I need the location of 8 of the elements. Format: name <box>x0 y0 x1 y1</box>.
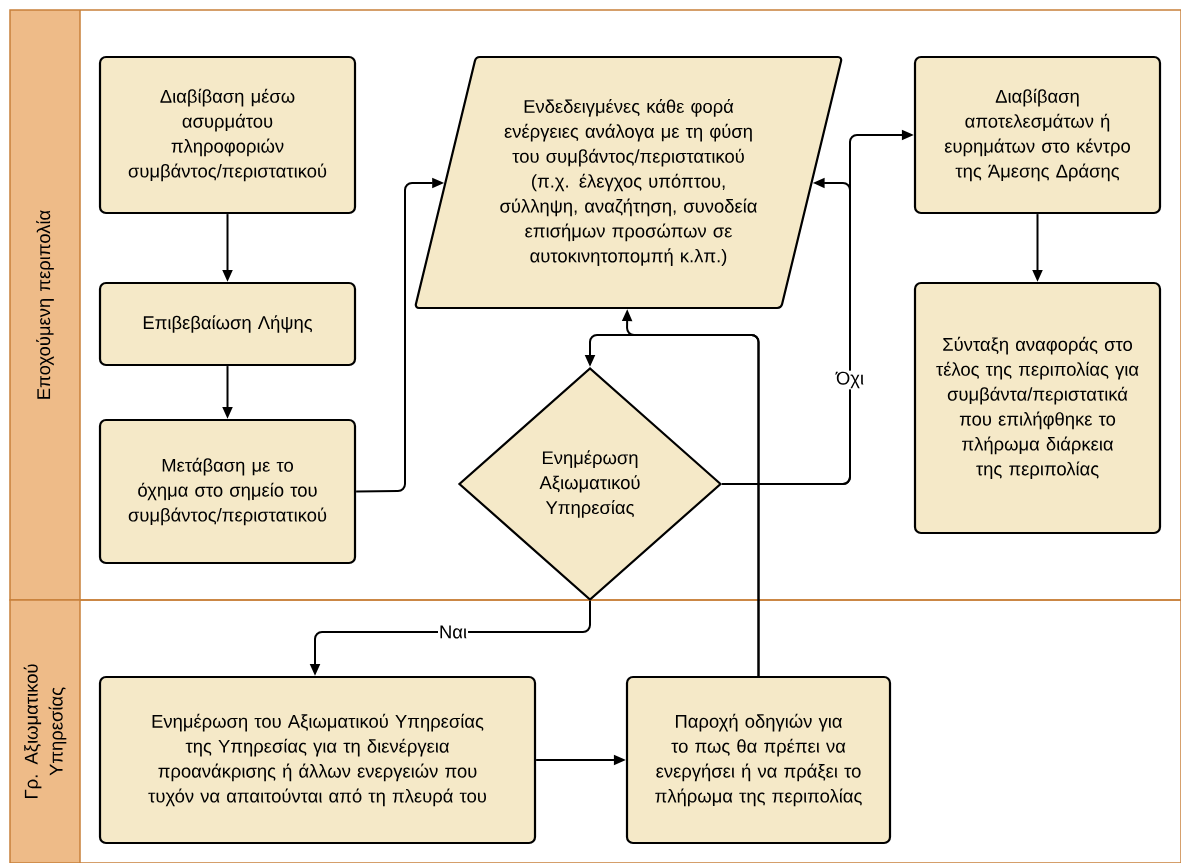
process-box: Ενημέρωση του Αξιωματικού Υπηρεσίας της Υπηρεσίας για τη διενέργεια προανάκρισης ή άλλων ενεργειών που τυχόν να απαιτούνται από τη πλευρά του <box>98 675 537 845</box>
process-box: Παροχή οδηγιών για το πως θα πρέπει να ενεργήσει ή να πράξει το πλήρωμα της περιπολίας <box>625 675 892 845</box>
process-box: Διαβίβαση μέσω ασυρμάτου πληροφοριών συμβάντος/περιστατικού <box>98 55 357 215</box>
process-box: Επιβεβαίωση Λήψης <box>98 281 357 367</box>
process-box: Μετάβαση με το όχημα στο σημείο του συμβάντος/περιστατικού <box>98 418 357 565</box>
data-parallelogram: Ενδεδειγμένες κάθε φορά ενέργειες ανάλογα με τη φύση του συμβάντος/περιστατικού (π.χ. έλεγχος υπόπτου, σύλληψη, αναζήτηση, συνοδεία επισήμων προσώπων σε αυτοκινητοπομπή κ.λπ.) <box>414 55 843 310</box>
process-box: Διαβίβαση αποτελεσμάτων ή ευρημάτων στο κέντρο της Άμεσης Δράσης <box>913 55 1162 215</box>
process-box: Σύνταξη αναφοράς στο τέλος της περιπολίας για συμβάντα/περιστατικά που επιλήφθηκε το πλήρωμα διάρκεια της περιπολίας <box>913 281 1162 535</box>
